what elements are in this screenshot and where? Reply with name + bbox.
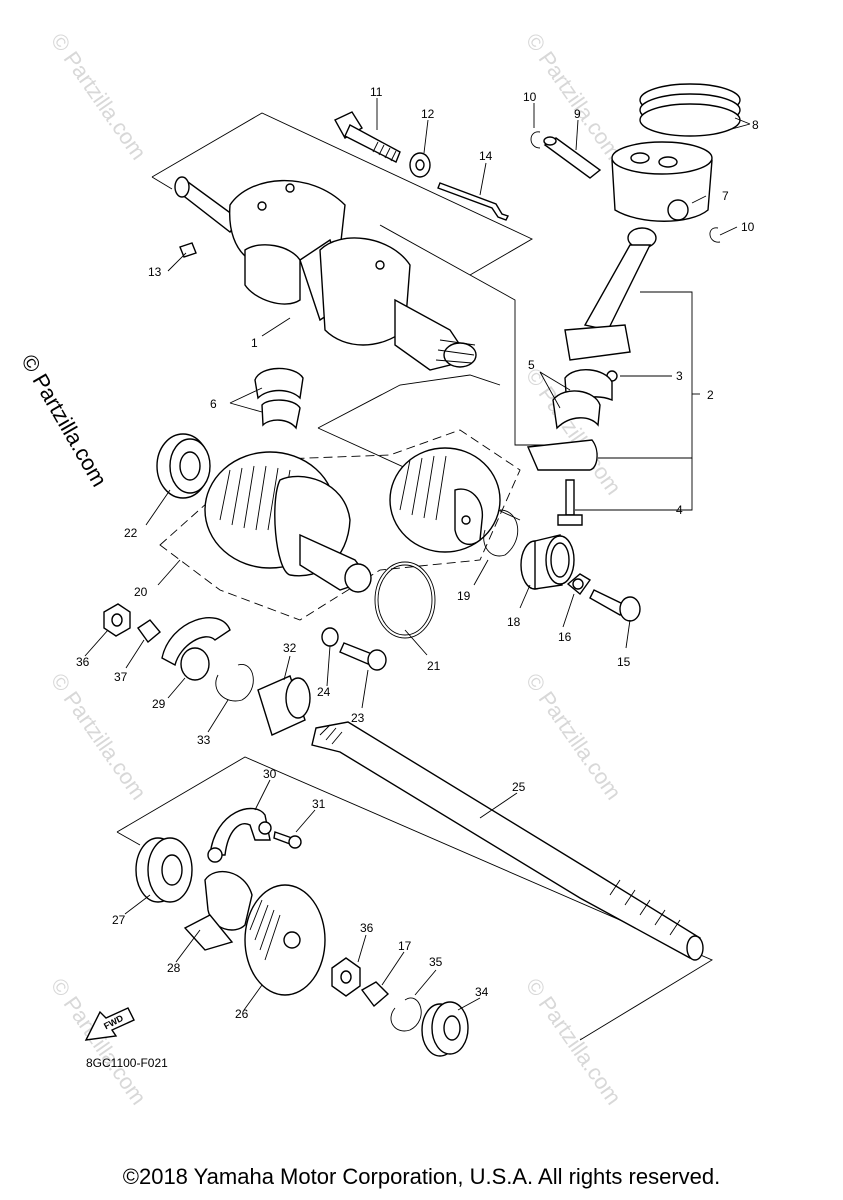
callout-17: 17 <box>398 939 412 953</box>
callout-31: 31 <box>312 797 326 811</box>
callout-36-lower: 36 <box>360 921 374 935</box>
circlip-35 <box>390 997 422 1032</box>
callout-13: 13 <box>148 265 162 279</box>
woodruff-key <box>179 242 197 258</box>
gear-26 <box>244 884 326 996</box>
callout-10-upper: 10 <box>523 90 537 104</box>
callout-14: 14 <box>479 149 493 163</box>
bolt-23 <box>339 642 387 671</box>
callout-24: 24 <box>317 685 331 699</box>
bearing-22 <box>156 433 211 499</box>
callout-34: 34 <box>475 985 489 999</box>
connecting-rod <box>526 227 657 526</box>
watermark: © Partzilla.com <box>521 974 627 1110</box>
reference-code: 8GC1100-F021 <box>86 1056 168 1070</box>
bolt-15 <box>589 589 641 622</box>
screw-31 <box>273 831 302 849</box>
callout-36-upper: 36 <box>76 655 90 669</box>
bearing-34 <box>421 1001 469 1057</box>
callout-25: 25 <box>512 780 526 794</box>
callout-6: 6 <box>210 397 217 411</box>
callout-21: 21 <box>427 659 441 673</box>
bolt-and-washer <box>334 111 509 221</box>
leader-lines <box>84 98 751 1011</box>
callout-12: 12 <box>421 107 435 121</box>
callout-30: 30 <box>263 767 277 781</box>
callout-15: 15 <box>617 655 631 669</box>
callout-10-lower: 10 <box>741 220 755 234</box>
callout-28: 28 <box>167 961 181 975</box>
nut-36-upper <box>103 603 131 637</box>
crankshaft <box>174 176 477 371</box>
holder-30 <box>207 807 272 863</box>
fwd-arrow-icon: FWD <box>84 1007 135 1041</box>
callout-5: 5 <box>528 358 535 372</box>
callout-23: 23 <box>351 711 365 725</box>
bearing-27 <box>135 837 193 903</box>
callout-9: 9 <box>574 107 581 121</box>
callout-32: 32 <box>283 641 297 655</box>
callout-20: 20 <box>134 585 148 599</box>
callout-numbers: 1 2 3 4 5 6 7 8 9 10 10 11 12 13 14 15 1… <box>76 85 759 1021</box>
washer-24 <box>321 627 339 647</box>
callout-8: 8 <box>752 118 759 132</box>
needle-bearing-18 <box>520 534 575 590</box>
lock-washer-16 <box>566 573 592 596</box>
callout-26: 26 <box>235 1007 249 1021</box>
circlip-19 <box>483 509 519 557</box>
callout-22: 22 <box>124 526 138 540</box>
shaft-25 <box>311 721 704 961</box>
callout-37: 37 <box>114 670 128 684</box>
lock-washer-17 <box>360 981 390 1008</box>
callout-35: 35 <box>429 955 443 969</box>
callout-2: 2 <box>707 388 714 402</box>
group-outlines <box>116 112 713 1041</box>
piston-assembly <box>530 83 741 243</box>
holder-29 <box>161 617 231 681</box>
callout-27: 27 <box>112 913 126 927</box>
crank-bearings <box>254 367 304 430</box>
callout-4: 4 <box>676 503 683 517</box>
callout-7: 7 <box>722 189 729 203</box>
callout-3: 3 <box>676 369 683 383</box>
watermark: © Partzilla.com <box>521 29 627 165</box>
watermark: © Partzilla.com <box>521 669 627 805</box>
callout-18: 18 <box>507 615 521 629</box>
callout-33: 33 <box>197 733 211 747</box>
needle-bearing-32 <box>257 675 311 736</box>
watermark: © Partzilla.com <box>46 29 152 165</box>
callout-19: 19 <box>457 589 471 603</box>
holder-28 <box>183 870 253 951</box>
copyright-notice: ©2018 Yamaha Motor Corporation, U.S.A. A… <box>122 1164 721 1189</box>
o-ring-21 <box>374 561 436 639</box>
callout-11: 11 <box>370 85 383 99</box>
watermark: © Partzilla.com <box>46 669 152 805</box>
circlip-33 <box>215 664 254 702</box>
nut-36-lower <box>331 957 361 997</box>
callout-29: 29 <box>152 697 166 711</box>
watermark: © Partzilla.com <box>46 974 152 1110</box>
callout-16: 16 <box>558 630 572 644</box>
callout-1: 1 <box>251 336 258 350</box>
lock-washer-37 <box>137 619 161 644</box>
o-ring-21-inner <box>377 564 433 636</box>
primary-gear-assembly <box>204 447 501 593</box>
